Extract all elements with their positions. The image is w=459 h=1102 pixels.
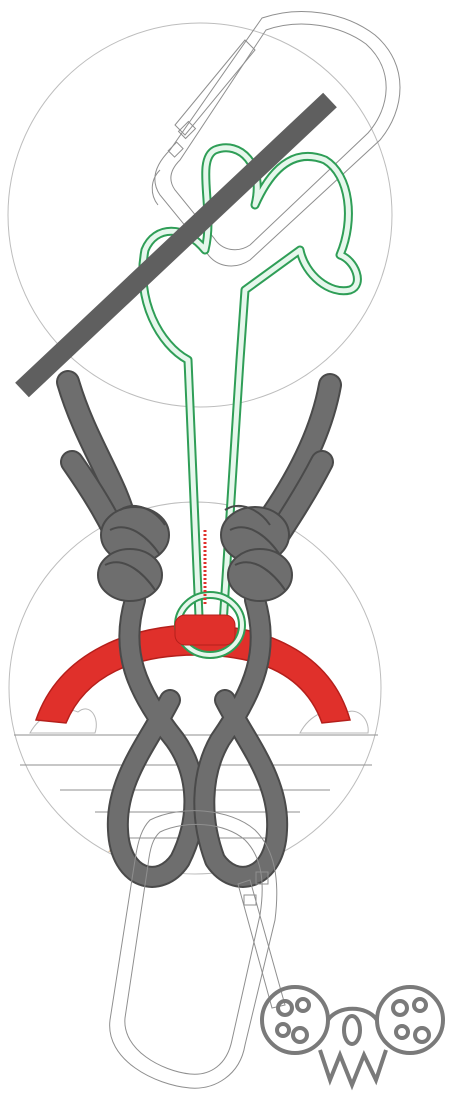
logo-icon — [262, 987, 443, 1085]
left-knot — [98, 506, 169, 601]
right-knot — [221, 506, 292, 601]
